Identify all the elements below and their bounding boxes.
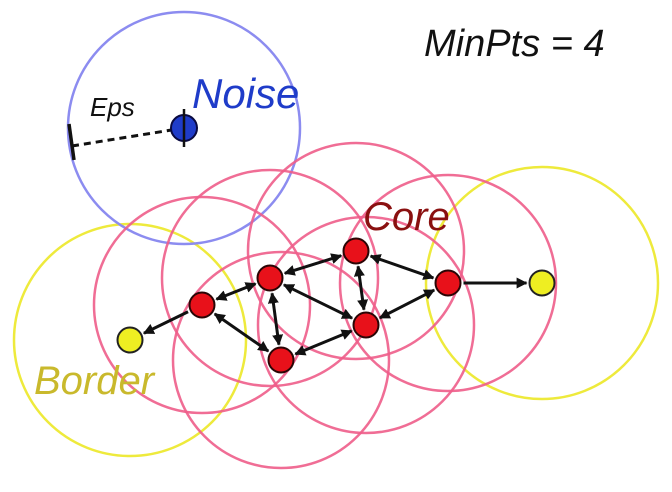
arrow-c4-c5 xyxy=(294,329,353,356)
border-point-b2 xyxy=(528,269,556,297)
border-neighborhood-circle-b2 xyxy=(424,165,660,401)
core-neighborhood-circle-c6 xyxy=(338,173,558,393)
core-point-c4 xyxy=(267,346,295,374)
core-point-c2 xyxy=(256,264,284,292)
core-label: Core xyxy=(363,195,450,239)
core-point-c5 xyxy=(352,311,380,339)
core-point-c6 xyxy=(434,269,462,297)
eps-radius-end-tick xyxy=(67,123,76,161)
core-point-c3 xyxy=(342,237,370,265)
arrow-c2-c3 xyxy=(283,253,343,276)
minpts-label: MinPts = 4 xyxy=(424,23,605,65)
border-label: Border xyxy=(34,359,156,403)
arrow-c1-c4 xyxy=(213,312,270,353)
border-point-b1 xyxy=(116,326,144,354)
arrow-c3-c5 xyxy=(353,265,369,311)
data-points xyxy=(116,109,556,374)
core-neighborhood-circle-c3 xyxy=(246,141,466,361)
eps-radius-line xyxy=(71,126,185,148)
arrow-c1-c2 xyxy=(215,282,257,301)
core-neighborhood-circle-c4 xyxy=(171,250,391,470)
density-reachability-arrows xyxy=(142,253,528,356)
core-point-c1 xyxy=(188,291,216,319)
eps-label: Eps xyxy=(90,92,135,122)
noise-label: Noise xyxy=(192,70,299,117)
arrow-c5-c6 xyxy=(378,288,436,320)
arrow-c3-c6 xyxy=(369,254,435,280)
arrow-c2-c5 xyxy=(282,283,354,320)
arrow-c1-b1 xyxy=(142,310,189,335)
arrow-c2-c4 xyxy=(267,292,284,346)
